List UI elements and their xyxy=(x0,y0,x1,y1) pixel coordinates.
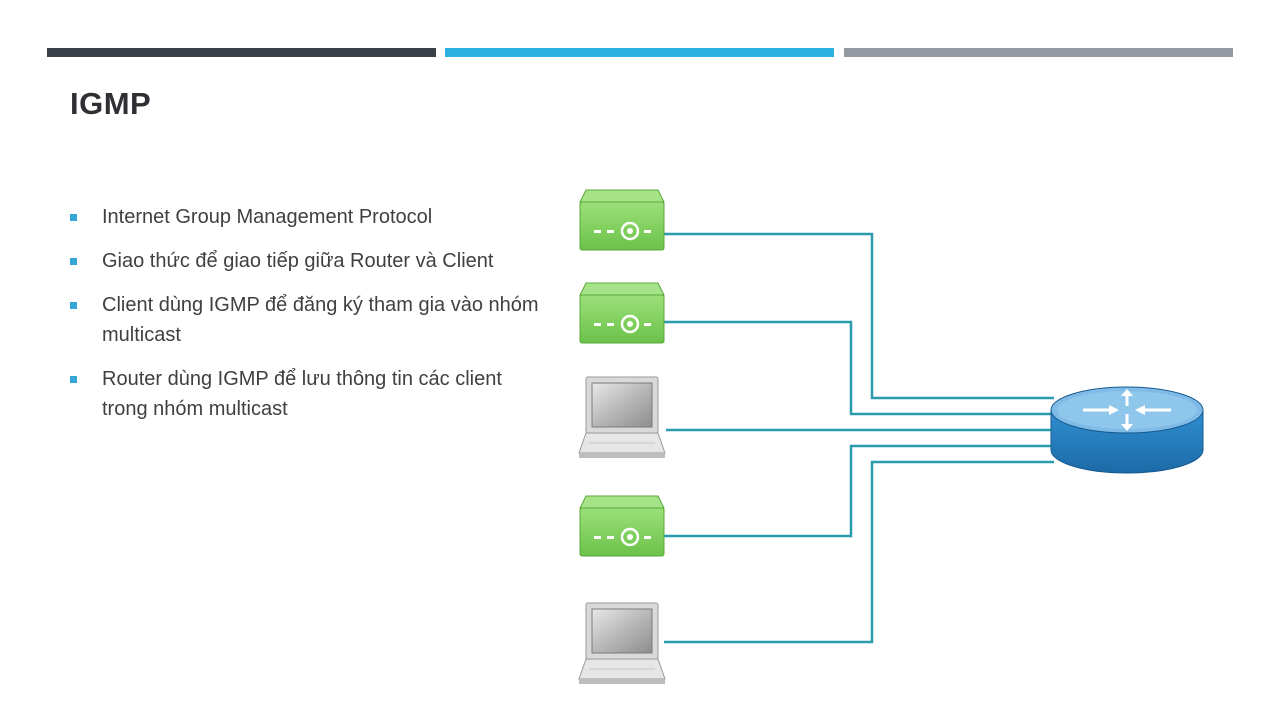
link-set-top-box-3 xyxy=(664,444,1054,538)
router-icon xyxy=(1050,386,1204,474)
bullet-marker-icon xyxy=(70,258,77,265)
bullet-marker-icon xyxy=(70,302,77,309)
connection-lines xyxy=(664,232,1054,644)
bullet-item: Router dùng IGMP để lưu thông tin các cl… xyxy=(70,364,550,424)
accent-bar-dark xyxy=(47,48,436,57)
accent-bar-gray xyxy=(844,48,1233,57)
bullet-text: Giao thức để giao tiếp giữa Router và Cl… xyxy=(102,250,494,272)
link-laptop-2 xyxy=(664,460,1054,644)
set-top-box-icon xyxy=(579,189,665,251)
accent-bar-blue xyxy=(445,48,834,57)
laptop-icon xyxy=(578,602,666,684)
laptop-icon xyxy=(578,376,666,458)
bullet-marker-icon xyxy=(70,376,77,383)
bullet-item: Internet Group Management Protocol xyxy=(70,202,550,232)
set-top-box-icon xyxy=(579,282,665,344)
bullet-text: Client dùng IGMP để đăng ký tham gia vào… xyxy=(102,294,539,346)
bullet-item: Client dùng IGMP để đăng ký tham gia vào… xyxy=(70,290,550,350)
bullet-text: Router dùng IGMP để lưu thông tin các cl… xyxy=(102,368,502,420)
bullet-item: Giao thức để giao tiếp giữa Router và Cl… xyxy=(70,246,550,276)
bullet-marker-icon xyxy=(70,214,77,221)
bullet-list: Internet Group Management Protocol Giao … xyxy=(70,202,550,438)
set-top-box-icon xyxy=(579,495,665,557)
bullet-text: Internet Group Management Protocol xyxy=(102,206,433,228)
slide-title: IGMP xyxy=(70,86,152,121)
link-set-top-box-2 xyxy=(664,320,1054,416)
link-set-top-box-1 xyxy=(664,232,1054,400)
